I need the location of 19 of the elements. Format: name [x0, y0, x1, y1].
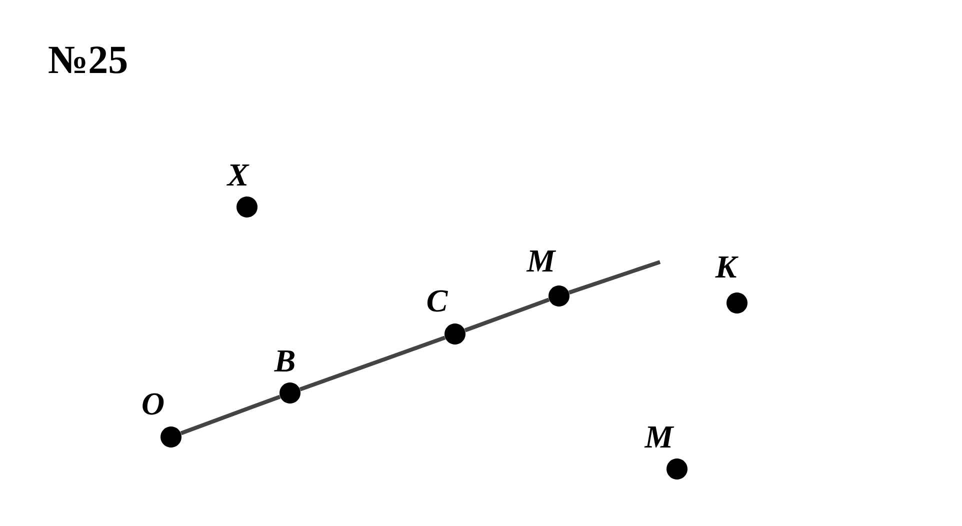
point-label: C: [427, 290, 448, 312]
line-segment: [464, 298, 550, 332]
line-segment: [299, 336, 446, 392]
point: [236, 196, 258, 218]
point-label: K: [715, 256, 738, 278]
point-label: M: [526, 250, 556, 272]
point-label: X: [226, 164, 250, 186]
point: [666, 458, 688, 480]
point-label: O: [142, 393, 164, 415]
title: №25: [48, 46, 127, 74]
point: [280, 382, 300, 404]
point-label: B: [274, 350, 294, 372]
line-segment: [180, 394, 281, 436]
point: [444, 323, 466, 344]
point-label: M: [644, 426, 674, 448]
line-segment: [568, 260, 661, 294]
point: [726, 292, 748, 314]
point: [548, 285, 570, 306]
point: [160, 426, 182, 448]
